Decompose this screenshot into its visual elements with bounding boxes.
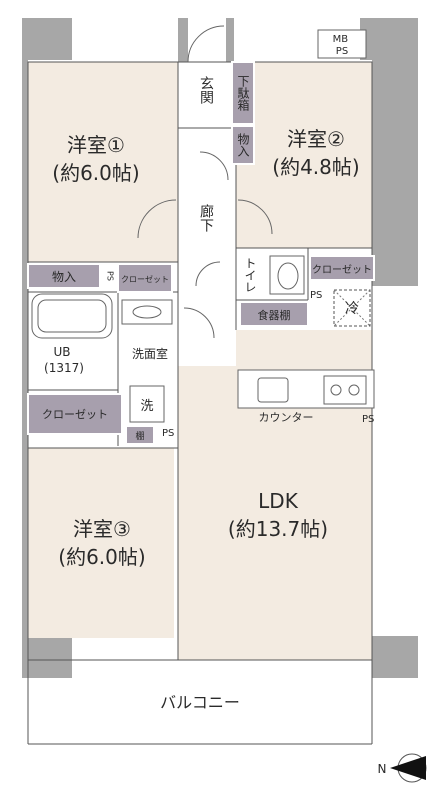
shoe-box-label: 下駄箱 (236, 75, 250, 111)
door-washroom (183, 307, 215, 339)
closet-small (117, 263, 173, 293)
western3-name: 洋室③ (73, 517, 131, 541)
fridge-label: 冷 (345, 301, 359, 317)
western3-size: (約6.0帖) (58, 545, 145, 569)
corridor-label: 廊下 (198, 203, 214, 232)
closet-west2 (309, 255, 375, 281)
western2-size: (約4.8帖) (272, 155, 359, 179)
pillar-bottom-left (22, 636, 72, 678)
washer-label: 洗 (140, 399, 153, 414)
toilet-label: トイレ (243, 257, 257, 293)
ps-marker-2: PS (310, 290, 322, 301)
closet-small-label: クローゼット (121, 274, 169, 284)
door-western2 (237, 199, 273, 235)
pillar-top-right (360, 18, 418, 60)
floor-western3 (28, 448, 174, 638)
compass-label: N (378, 762, 387, 776)
fridge (333, 289, 371, 327)
western1-name: 洋室① (67, 133, 125, 157)
wall-left (22, 60, 28, 636)
wall-entry-left (178, 18, 188, 62)
compass-arrow (390, 756, 426, 780)
bath-size: (1317) (44, 361, 84, 375)
entrance-label: 玄関 (198, 75, 214, 105)
washroom-label: 洗面室 (132, 346, 168, 361)
western1-size: (約6.0帖) (52, 161, 139, 185)
wall-right-upper (372, 60, 418, 286)
storage-entry-right (231, 125, 255, 165)
meter-box-label: MB PS (333, 34, 352, 57)
door-entrance (187, 25, 225, 63)
ldk-name: LDK (258, 489, 299, 513)
ps-marker-3: PS (362, 414, 374, 425)
shelf (125, 425, 155, 445)
compass: N (378, 753, 427, 783)
pillar-top-left (22, 18, 72, 60)
pillar-bottom-right (372, 636, 418, 678)
bath-name: UB (53, 345, 70, 359)
door-western1 (137, 199, 177, 239)
shelf-label: 棚 (135, 430, 144, 442)
storage-left (27, 263, 101, 289)
door-storage (199, 151, 229, 181)
bathtub-inner (37, 299, 107, 333)
storage-entry-right-label: 物入 (236, 133, 250, 157)
room-labels: 洋室① (約6.0帖) 洋室② (約4.8帖) 洋室③ (約6.0帖) LDK … (44, 75, 360, 712)
doors (137, 25, 273, 339)
washer (129, 385, 165, 423)
balcony-label: バルコニー (160, 693, 240, 712)
floor-western1 (28, 62, 178, 262)
toilet-bowl (277, 262, 299, 290)
closet-west3-label: クローゼット (42, 408, 108, 421)
meter-box (317, 29, 367, 59)
floors (28, 62, 372, 660)
door-toilet (195, 261, 221, 287)
ps-marker-1: PS (106, 271, 115, 281)
dish-shelf (239, 301, 309, 327)
floor-western2 (236, 62, 372, 248)
closet-west2-label: クローゼット (312, 264, 372, 276)
meter-box-text-2: PS (336, 46, 348, 57)
storage: 下駄箱 物入 物入 クローゼット クローゼット 食器棚 クローゼット 棚 (27, 61, 375, 445)
kitchen-sink (257, 377, 289, 403)
fixtures: MB PS 洗 冷 カウンター PS PS PS PS (31, 29, 375, 439)
ldk-size: (約13.7帖) (228, 517, 328, 541)
walls (22, 18, 418, 678)
counter-label: カウンター (259, 411, 314, 424)
wall-entry-right (226, 18, 234, 62)
closet-west3 (27, 393, 123, 435)
storage-left-label: 物入 (52, 270, 76, 284)
ps-marker-4: PS (162, 428, 174, 439)
dish-shelf-label: 食器棚 (258, 308, 291, 322)
sink-bowl (132, 305, 162, 319)
shoe-box (231, 61, 255, 125)
meter-box-text: MB (333, 34, 349, 45)
western2-name: 洋室② (287, 127, 345, 151)
stove (323, 375, 367, 405)
